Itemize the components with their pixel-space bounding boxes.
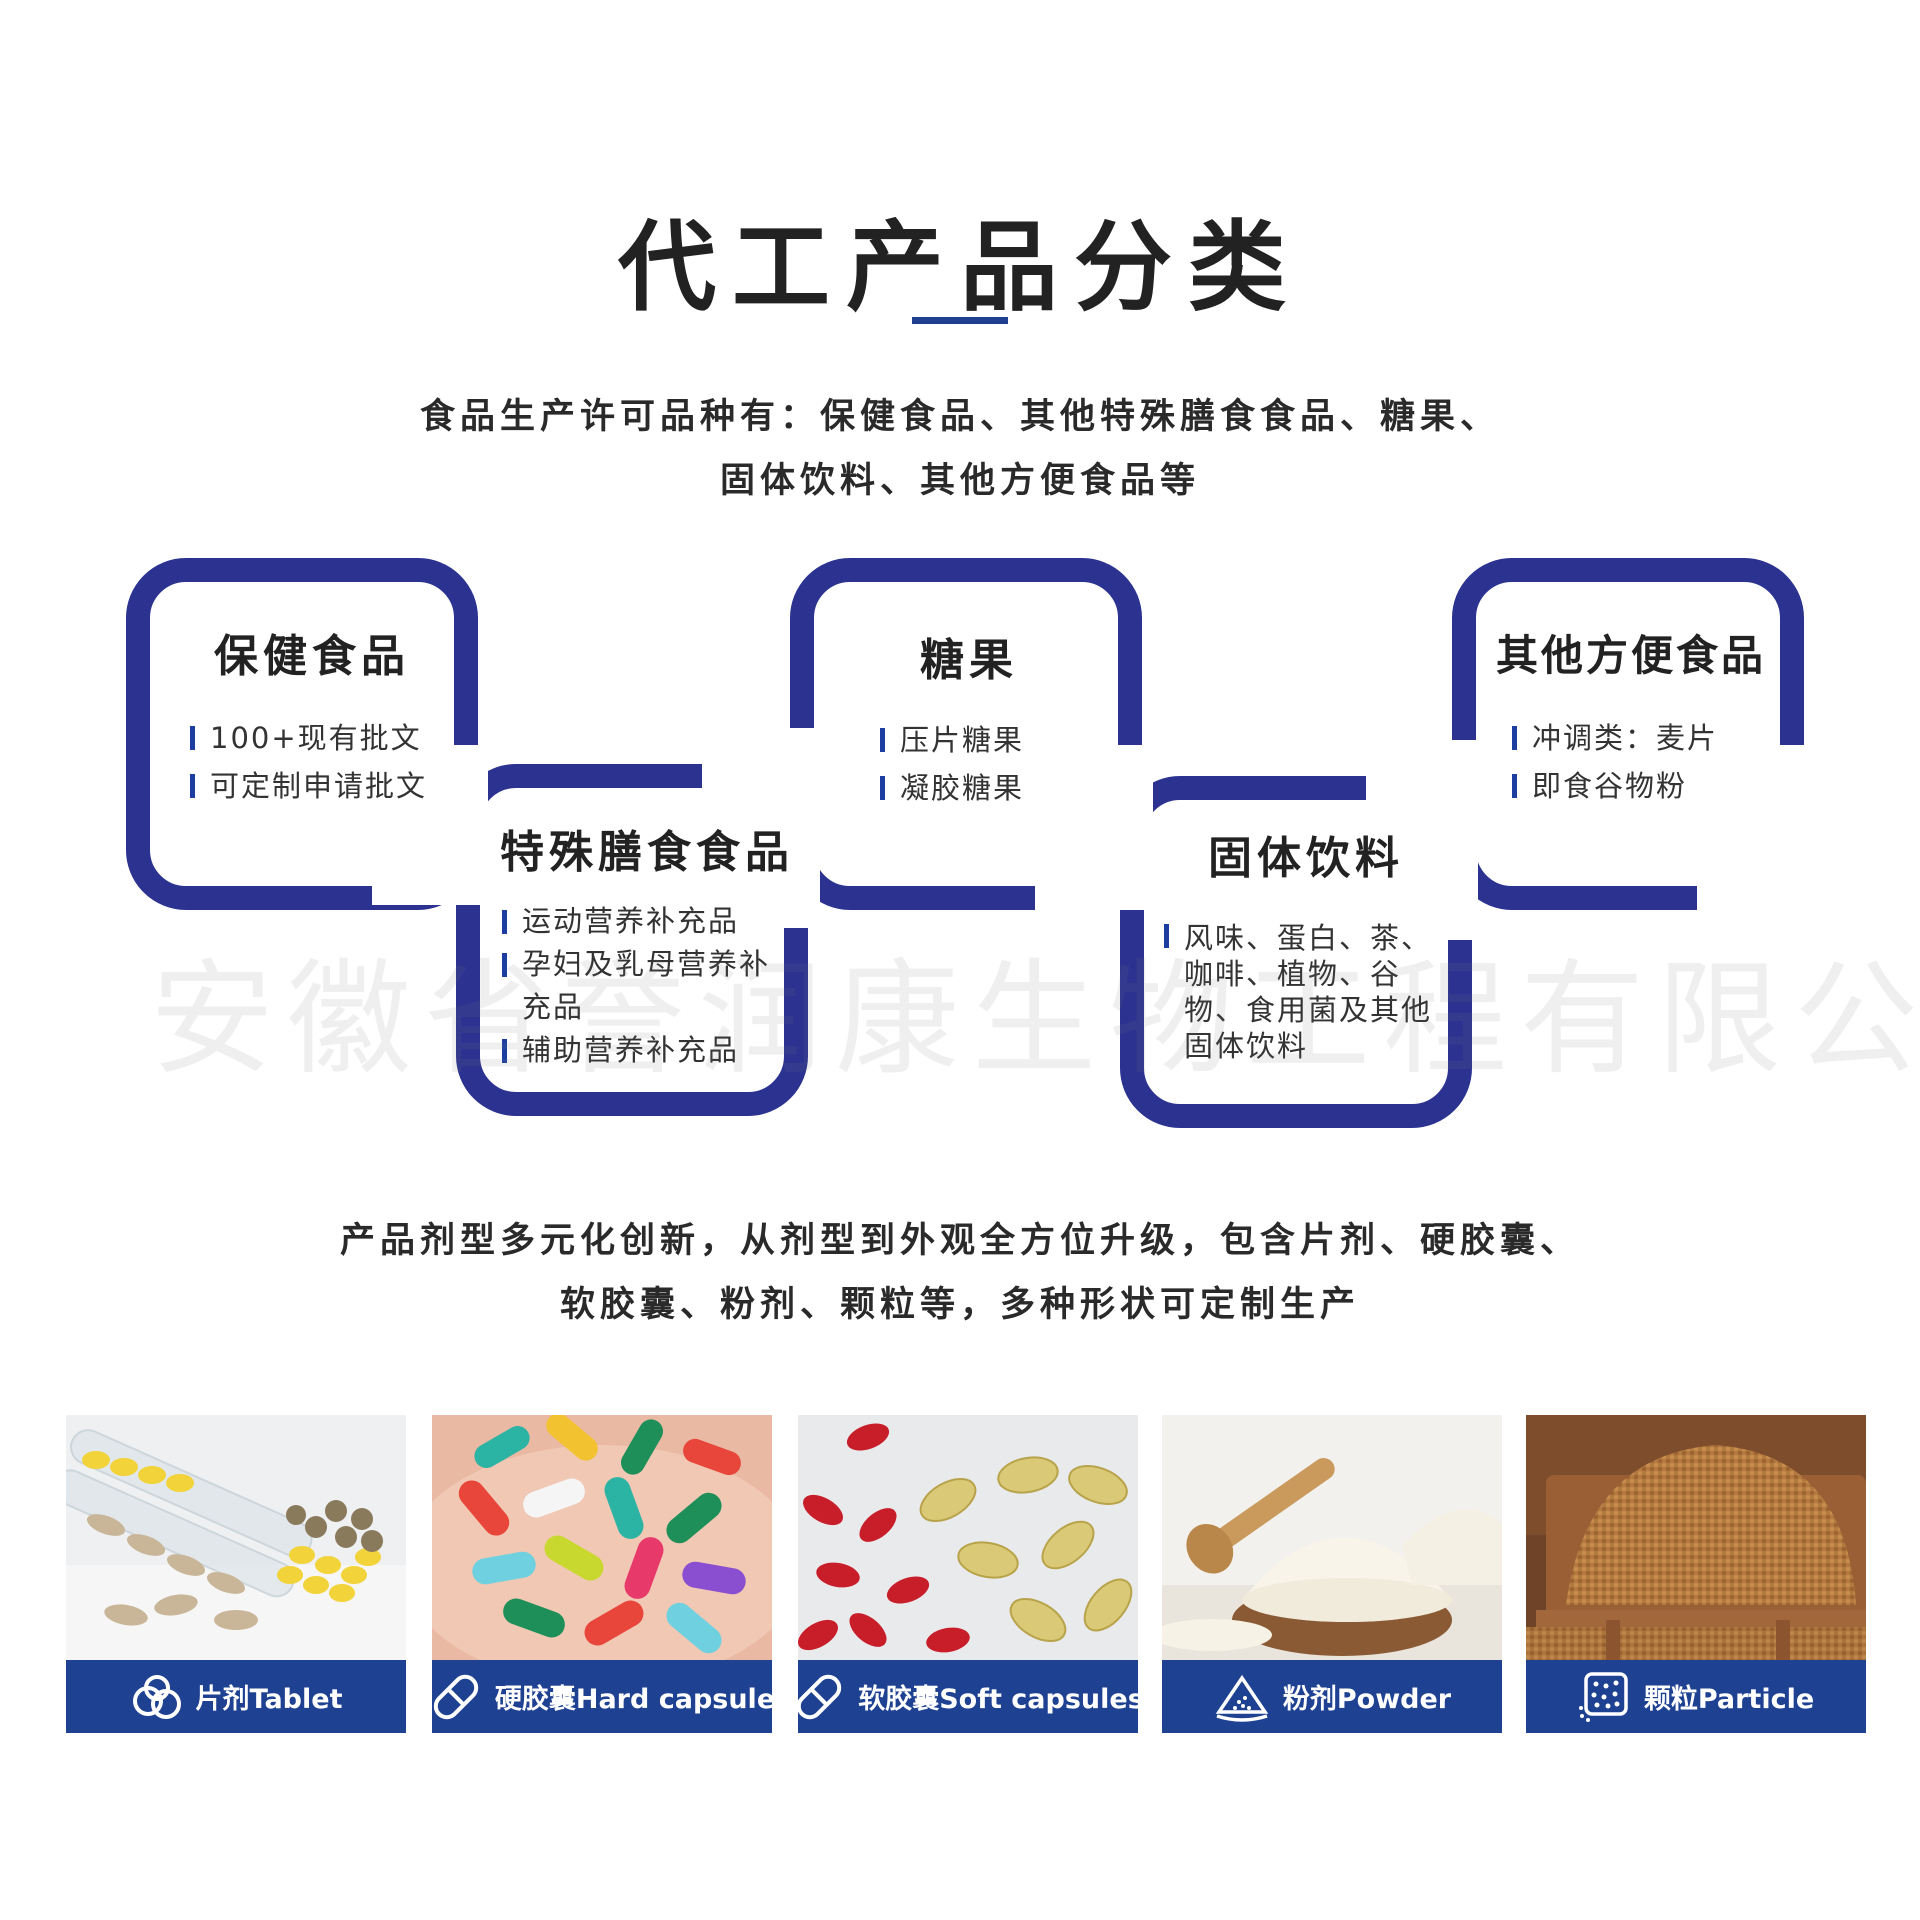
dosage-intro-line-2: 软胶囊、粉剂、颗粒等，多种形状可定制生产	[559, 1285, 1360, 1325]
box-gap-2	[702, 728, 820, 928]
powder-photo	[1162, 1415, 1502, 1660]
particle-icon	[1578, 1671, 1628, 1722]
box-gap-4	[1366, 740, 1478, 940]
category-items: 100+现有批文 可定制申请批文	[190, 714, 450, 810]
category-box-special-diet	[456, 764, 808, 1116]
category-items: 冲调类：麦片 即食谷物粉	[1512, 714, 1772, 810]
product-tile-tablet: 片剂Tablet	[66, 1415, 406, 1733]
category-items: 运动营养补充品 孕妇及乳母营养补充品 辅助营养补充品	[502, 900, 778, 1072]
particle-photo	[1526, 1415, 1866, 1660]
list-item: 孕妇及乳母营养补充品	[502, 943, 778, 1029]
list-item: 即食谷物粉	[1512, 762, 1772, 810]
box-gap-3	[1035, 745, 1153, 910]
capsule-icon	[798, 1674, 842, 1719]
category-items: 风味、蛋白、茶、咖啡、植物、谷物、食用菌及其他固体饮料	[1164, 920, 1434, 1064]
tablet-photo	[66, 1415, 406, 1660]
list-item: 辅助营养补充品	[502, 1029, 778, 1072]
box-gap-5	[1697, 745, 1807, 945]
hard-capsule-photo	[432, 1415, 772, 1660]
dosage-intro-line-1: 产品剂型多元化创新，从剂型到外观全方位升级，包含片剂、硬胶囊、	[339, 1221, 1580, 1261]
watermark: 安徽省誉润康生物工程有限公司	[150, 948, 1920, 1092]
product-label-bar: 软胶囊Soft capsules	[798, 1660, 1138, 1733]
intro-line-1: 食品生产许可品种有：保健食品、其他特殊膳食食品、糖果、	[419, 397, 1500, 437]
product-label: 颗粒Particle	[1643, 1684, 1815, 1715]
category-title: 其他方便食品	[1496, 631, 1767, 680]
product-label-bar: 粉剂Powder	[1162, 1660, 1502, 1733]
tablets-icon	[132, 1674, 181, 1719]
category-title: 固体饮料	[1208, 833, 1404, 884]
product-tile-powder: 粉剂Powder	[1162, 1415, 1502, 1733]
list-item: 压片糖果	[880, 716, 1120, 764]
product-tile-soft-capsule: 软胶囊Soft capsules	[798, 1415, 1138, 1733]
list-item: 可定制申请批文	[190, 762, 450, 810]
category-title: 糖果	[920, 635, 1018, 686]
list-item: 凝胶糖果	[880, 764, 1120, 812]
list-item: 冲调类：麦片	[1512, 714, 1772, 762]
product-tile-hard-capsule: 硬胶囊Hard capsule	[432, 1415, 772, 1733]
title-underline	[912, 317, 1008, 324]
list-item: 100+现有批文	[190, 714, 450, 762]
product-tile-particle: 颗粒Particle	[1526, 1415, 1866, 1733]
list-item: 风味、蛋白、茶、咖啡、植物、谷物、食用菌及其他固体饮料	[1164, 920, 1434, 1064]
box-gap-1	[372, 745, 488, 905]
category-items: 压片糖果 凝胶糖果	[880, 716, 1120, 812]
product-label: 片剂Tablet	[195, 1684, 343, 1715]
page-title: 代工产品分类	[617, 211, 1302, 325]
product-label: 粉剂Powder	[1282, 1684, 1452, 1715]
list-item: 运动营养补充品	[502, 900, 778, 943]
category-title: 特殊膳食食品	[500, 827, 794, 878]
soft-capsule-photo	[798, 1415, 1138, 1660]
product-label-bar: 颗粒Particle	[1526, 1660, 1866, 1733]
intro-line-2: 固体饮料、其他方便食品等	[719, 461, 1200, 501]
capsule-icon	[433, 1674, 479, 1719]
powder-icon	[1215, 1674, 1269, 1722]
product-label-bar: 片剂Tablet	[66, 1660, 406, 1733]
product-label: 硬胶囊Hard capsule	[494, 1684, 772, 1715]
product-label: 软胶囊Soft capsules	[858, 1684, 1138, 1715]
product-label-bar: 硬胶囊Hard capsule	[432, 1660, 772, 1733]
category-title: 保健食品	[214, 631, 410, 682]
